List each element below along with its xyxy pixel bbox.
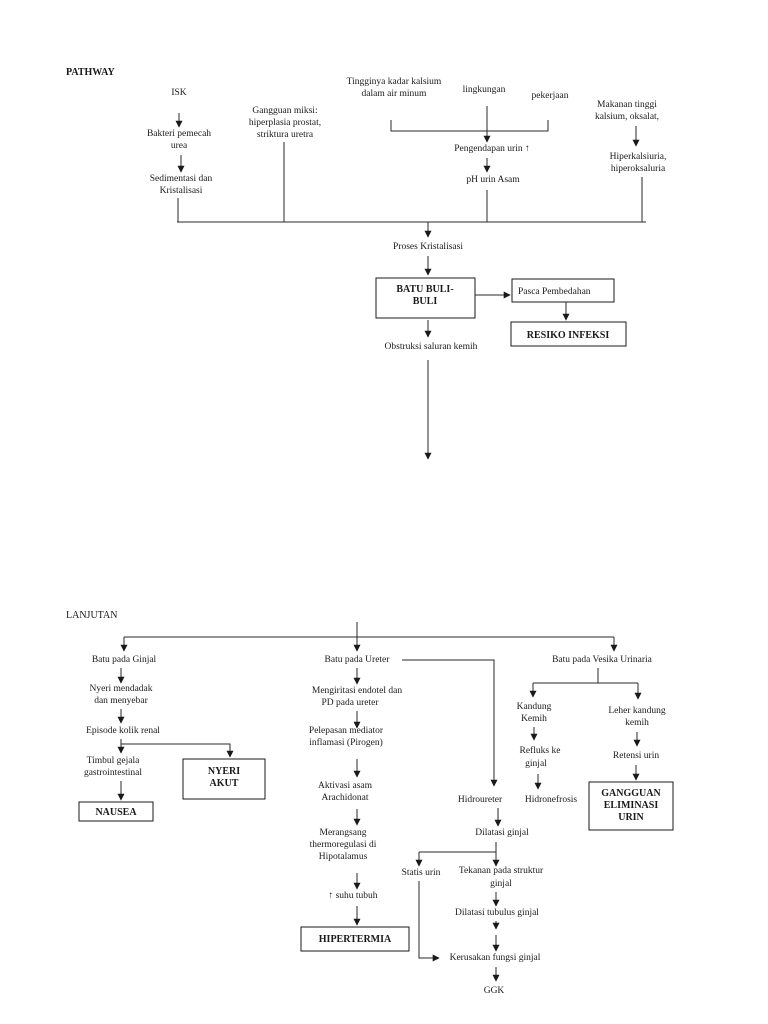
node-pasca-pembedahan: Pasca Pembedahan [518, 287, 591, 297]
node-batu-vesika: Batu pada Vesika Urinaria [552, 655, 653, 665]
heading-lanjutan: LANJUTAN [66, 610, 117, 621]
node-aktivasi-line1: Aktivasi asam [318, 781, 373, 791]
node-bakteri-line1: Bakteri pemecah [147, 129, 211, 139]
box-pasca-pembedahan [511, 278, 615, 303]
node-mengiritasi-line1: Mengiritasi endotel dan [312, 686, 402, 696]
node-proses-kristalisasi: Proses Kristalisasi [393, 242, 463, 252]
arrow-statis-kerusakan [418, 881, 440, 962]
node-nyeri-akut-line2: AKUT [210, 778, 239, 789]
node-tekanan-line1: Tekanan pada struktur [459, 866, 544, 876]
node-resiko-infeksi: RESIKO INFEKSI [527, 330, 610, 341]
node-pekerjaan: pekerjaan [532, 91, 569, 101]
node-tekanan-line2: ginjal [490, 879, 512, 889]
node-gangguan-miksi-line1: Gangguan miksi: [252, 106, 317, 116]
box-nyeri-akut [182, 758, 266, 800]
box-batu-buli [375, 277, 476, 319]
node-pengendapan: Pengendapan urin ↑ [454, 144, 529, 154]
node-batu-ureter: Batu pada Ureter [325, 655, 391, 665]
node-hiperkalsiuria-line2: hiperoksaluria [611, 164, 666, 174]
node-obstruksi: Obstruksi saluran kemih [385, 342, 478, 352]
node-isk: ISK [171, 88, 186, 98]
node-hipertermia: HIPERTERMIA [319, 934, 392, 945]
node-aktivasi-line2: Arachidonat [322, 793, 369, 803]
node-retensi-urin: Retensi urin [613, 751, 659, 761]
node-hiperkalsiuria-line1: Hiperkalsiuria, [610, 152, 667, 162]
node-episode-kolik: Episode kolik renal [86, 726, 160, 736]
node-kandung-kemih-line1: Kandung [517, 702, 552, 712]
node-makanan-line1: Makanan tinggi [597, 100, 657, 110]
node-kalsium-air-line2: dalam air minum [362, 89, 428, 99]
node-nyeri-akut-line1: NYERI [208, 766, 240, 777]
heading-pathway: PATHWAY [66, 67, 115, 78]
node-sedimentasi-line1: Sedimentasi dan [150, 174, 213, 184]
arrow-episode-nyeri-akut [121, 743, 234, 758]
node-nyeri-mendadak-line2: dan menyebar [94, 696, 148, 706]
bracket-risk-factors [390, 120, 549, 132]
box-resiko-infeksi [510, 321, 627, 347]
node-pelepasan-line1: Pelepasan mediator [309, 726, 384, 736]
node-bakteri-line2: urea [171, 141, 188, 151]
node-leher-kandung-line2: kemih [625, 718, 649, 728]
node-pelepasan-line2: inflamasi (Pirogen) [309, 737, 383, 748]
node-nyeri-mendadak-line1: Nyeri mendadak [89, 684, 152, 694]
node-lingkungan: lingkungan [463, 85, 506, 95]
box-gangguan-eliminasi [588, 781, 674, 831]
node-refluks-line1: Refluks ke [520, 745, 561, 756]
node-sedimentasi-line2: Kristalisasi [160, 186, 203, 196]
node-mengiritasi-line2: PD pada ureter [322, 698, 380, 708]
node-gangguan-eliminasi-line1: GANGGUAN [601, 788, 661, 799]
node-nausea: NAUSEA [95, 807, 137, 818]
node-batu-ginjal: Batu pada Ginjal [92, 655, 157, 665]
box-nausea [78, 801, 154, 822]
node-timbul-gejala-line1: Timbul gejala [87, 756, 140, 766]
node-kandung-kemih-line2: Kemih [521, 714, 547, 724]
node-gangguan-eliminasi-line3: URIN [618, 812, 644, 823]
box-hipertermia [300, 926, 410, 952]
node-suhu-tubuh: ↑ suhu tubuh [328, 891, 377, 901]
node-leher-kandung-line1: Leher kandung [608, 706, 665, 716]
node-ggk: GGK [484, 986, 505, 996]
node-timbul-gejala-line2: gastrointestinal [84, 768, 142, 778]
node-gangguan-eliminasi-line2: ELIMINASI [604, 800, 659, 811]
node-statis-urin: Statis urin [402, 868, 441, 878]
node-hidronefrosis: Hidronefrosis [525, 794, 578, 805]
node-batu-buli-line1: BATU BULI- [396, 284, 453, 295]
node-kerusakan-fungsi: Kerusakan fungsi ginjal [450, 952, 541, 963]
arrow-ureter-hidroureter [402, 659, 498, 787]
node-ph-urin: pH urin Asam [466, 175, 520, 185]
node-gangguan-miksi-line3: striktura uretra [257, 130, 314, 140]
node-dilatasi-tubulus: Dilatasi tubulus ginjal [455, 908, 539, 918]
node-merangsang-line1: Merangsang [320, 828, 367, 838]
node-merangsang-line3: Hipotalamus [319, 852, 368, 862]
node-batu-buli-line2: BULI [413, 296, 438, 307]
node-merangsang-line2: thermoregulasi di [310, 840, 377, 850]
node-dilatasi-ginjal: Dilatasi ginjal [475, 828, 529, 838]
node-hidroureter: Hidroureter [458, 795, 503, 805]
node-kalsium-air-line1: Tingginya kadar kalsium [347, 77, 442, 87]
node-makanan-line2: kalsium, oksalat, [595, 112, 659, 122]
node-gangguan-miksi-line2: hiperplasia prostat, [249, 118, 321, 128]
node-refluks-line2: ginjal [525, 759, 547, 769]
